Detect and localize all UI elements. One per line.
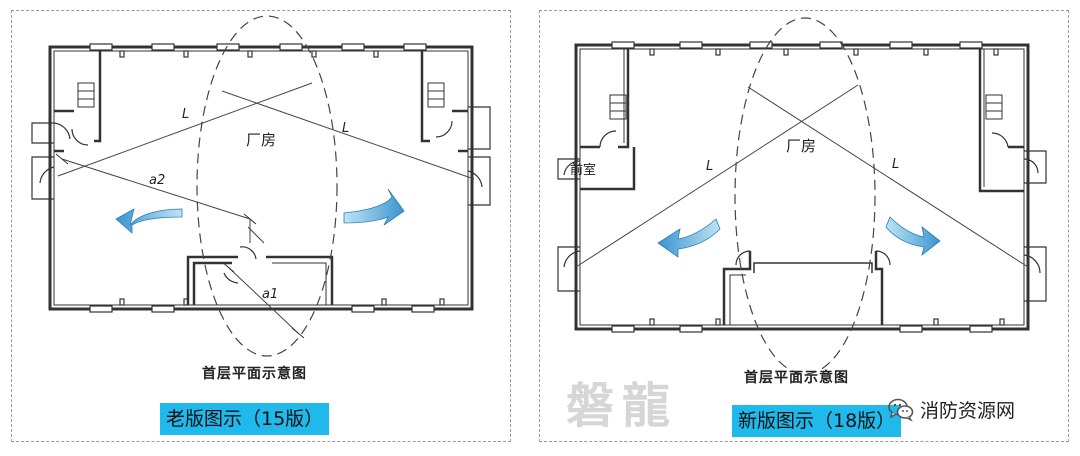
factory-label: 厂房 [786,137,817,155]
exterior-walls [574,43,1030,331]
right-doors [991,132,1047,184]
dimension-ticks [55,153,305,339]
distance-label-a1: a1 [262,287,279,302]
floor-plan-caption: 首层平面示意图 [744,370,849,386]
side-exit-doors [557,246,1047,302]
anteroom-label: 前室 [570,163,597,178]
right-exit-arrow [343,188,405,226]
left-stair-room [580,49,636,191]
notch-doors [735,250,891,266]
distance-label-L: L [706,159,714,174]
doors-right [435,106,491,206]
distance-lines [575,84,1029,268]
left-exit-arrow [657,218,721,258]
distance-label-L: L [182,107,190,122]
wechat-account: 消防资源网 [888,396,1015,423]
notch-door [223,246,257,284]
account-name: 消防资源网 [920,400,1016,422]
floor-plan-caption: 首层平面示意图 [202,366,307,382]
wechat-icon [888,398,914,422]
bottom-notch [722,251,884,325]
new-version-panel: 厂房 前室 L L 首层平面示意图 新版图示（18版） [539,10,1069,442]
old-version-label: 老版图示（15版） [160,403,330,435]
distance-label-L: L [342,121,350,136]
right-stair-room [978,49,1024,193]
anteroom-doors [557,130,617,180]
evacuation-range-ellipse [196,15,338,357]
distance-label-L: L [892,157,900,172]
exterior-walls [48,45,474,311]
old-version-panel: 厂房 L L a2 a1 首层平面示意图 老版图示（15版） [11,10,511,442]
new-floor-plan [557,17,1047,375]
distance-label-a2: a2 [149,173,166,188]
evacuation-range-ellipse [734,17,876,375]
old-floor-plan [31,15,491,357]
right-exit-arrow [885,216,941,257]
distance-lines [57,82,475,334]
bottom-notch [186,255,334,305]
columns [611,41,1005,333]
right-stair-room [420,51,468,153]
columns [89,43,445,313]
watermark: 磐龍 [566,378,679,434]
new-version-label: 新版图示（18版） [732,405,902,437]
left-exit-arrow [115,208,183,234]
doors-left [31,122,89,200]
factory-label: 厂房 [246,131,277,149]
left-stair-room [54,51,102,153]
